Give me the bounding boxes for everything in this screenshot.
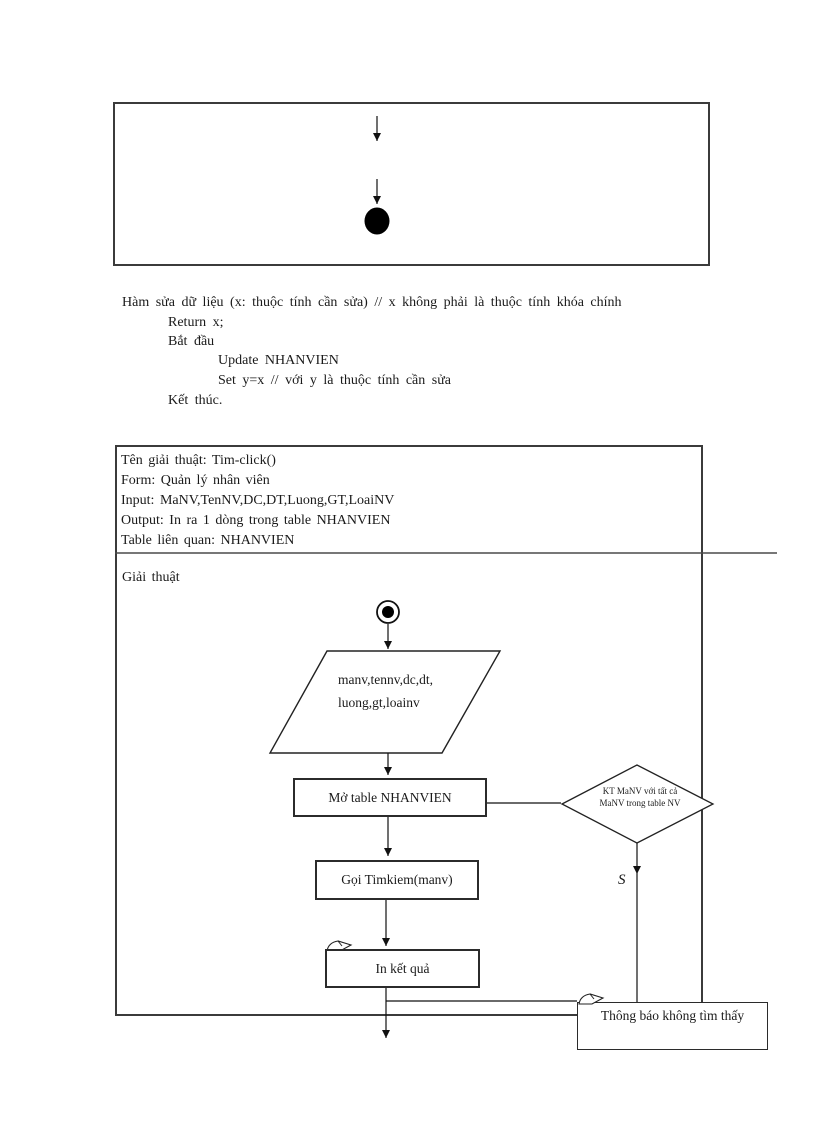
input-shape-line-1: manv,tennv,dc,dt, xyxy=(338,672,433,687)
top-fragment-box xyxy=(113,102,710,266)
pseudocode-line-1: Hàm sửa dữ liệu (x: thuộc tính cần sửa) … xyxy=(122,295,622,310)
branch-label-s: S xyxy=(618,872,626,888)
algorithm-name: Tên giải thuật: Tim-click() xyxy=(121,453,276,468)
algorithm-form: Form: Quản lý nhân viên xyxy=(121,473,270,488)
pseudocode-line-5: Set y=x // với y là thuộc tính cần sửa xyxy=(218,373,452,388)
algorithm-input: Input: MaNV,TenNV,DC,DT,Luong,GT,LoaiNV xyxy=(121,493,395,508)
pseudocode-line-3: Bắt đầu xyxy=(168,334,215,349)
algorithm-output: Output: In ra 1 dòng trong table NHANVIE… xyxy=(121,513,391,528)
step-call-timkiem-label: Gọi Timkiem(manv) xyxy=(341,872,453,887)
step-print-result-label: In kết quả xyxy=(375,960,430,976)
pseudocode-line-6: Kết thúc. xyxy=(168,393,223,408)
algorithm-table: Table liên quan: NHANVIEN xyxy=(121,533,295,548)
decision-line-2: MaNV trong table NV xyxy=(599,797,681,808)
step-call-timkiem: Gọi Timkiem(manv) xyxy=(315,860,479,900)
step-notfound-label: Thông báo không tìm thấy xyxy=(600,1008,745,1023)
step-open-table-label: Mở table NHANVIEN xyxy=(328,789,452,805)
decision-line-1: KT MaNV với tất cả xyxy=(602,786,678,796)
pseudocode-line-4: Update NHANVIEN xyxy=(218,353,339,368)
step-open-table: Mở table NHANVIEN xyxy=(293,778,487,817)
decision-label: KT MaNV với tất cả MaNV trong table NV xyxy=(568,786,712,809)
step-print-result: In kết quả xyxy=(325,949,480,988)
step-notfound-message: Thông báo không tìm thấy xyxy=(577,1002,768,1050)
input-shape-label: manv,tennv,dc,dt, luong,gt,loainv xyxy=(338,668,433,714)
input-shape-line-2: luong,gt,loainv xyxy=(338,695,420,710)
pseudocode-line-2: Return x; xyxy=(168,315,224,330)
section-label: Giải thuật xyxy=(122,570,180,585)
